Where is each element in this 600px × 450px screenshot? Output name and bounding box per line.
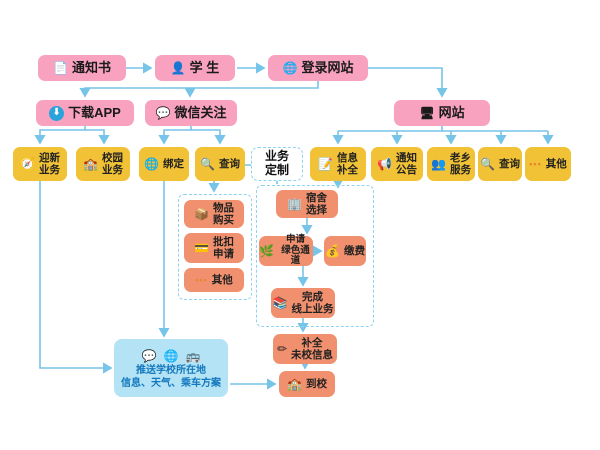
node-custom-other: ••• 其他 <box>184 268 244 292</box>
node-bind: 🌐 绑定 <box>139 147 189 181</box>
pencil-icon: ✏ <box>276 342 288 356</box>
node-dorm-selection: 🏢 宿舍 选择 <box>276 190 338 218</box>
group-custom-business <box>178 194 252 300</box>
edge-login-app <box>79 81 319 98</box>
wechat-icon: 💬 <box>155 106 171 120</box>
node-label: 登录网站 <box>301 59 354 75</box>
people-icon: 👥 <box>431 157 446 171</box>
node-label: 微信关注 <box>174 104 227 120</box>
node-download-app: ⬇ 下载APP <box>36 100 134 126</box>
person-icon: 👤 <box>170 61 186 75</box>
node-label: 老乡 服务 <box>449 151 471 176</box>
node-campus-service: 🏫 校园 业务 <box>76 147 130 181</box>
push-text: 推送学校所在地 信息、天气、乘车方案 <box>121 364 221 389</box>
node-label: 查询 <box>498 157 520 170</box>
node-web-query: 🔍 查询 <box>478 147 522 181</box>
node-business-customization: 业务 定制 <box>251 147 303 181</box>
node-student: 👤 学 生 <box>155 55 235 81</box>
node-batch-deduction: 💳 批扣 申请 <box>184 233 244 263</box>
edge-app-campus <box>85 129 110 145</box>
edge-wechat-query <box>191 129 226 145</box>
group-online-process <box>256 185 374 327</box>
link-globe-icon: 🌐 <box>144 157 159 171</box>
wechat-icon: 💬 <box>141 348 157 363</box>
node-notification-letter: 📄 通知书 <box>38 55 126 81</box>
node-label: 下载APP <box>68 104 121 120</box>
node-label: 其他 <box>211 273 233 286</box>
node-label: 物品 购买 <box>212 201 234 226</box>
node-label: 查询 <box>218 157 240 170</box>
node-label: 网站 <box>438 104 465 120</box>
building-icon: 🏢 <box>287 197 302 211</box>
form-icon: 📝 <box>318 157 333 171</box>
node-arrive-at-school: 🏫 到校 <box>279 371 335 397</box>
moneybag-icon: 💰 <box>325 244 340 258</box>
node-website: 🖥 网站 <box>394 100 490 126</box>
document-icon: 📄 <box>53 61 68 75</box>
node-label: 其他 <box>545 157 567 170</box>
download-icon: ⬇ <box>49 105 65 121</box>
node-hometown-service: 👥 老乡 服务 <box>427 147 475 181</box>
school-icon: 🏫 <box>287 377 302 391</box>
node-goods-purchase: 📦 物品 购买 <box>184 200 244 228</box>
push-icons: 💬 🌐 🚌 <box>142 350 201 362</box>
ellipsis-icon: ••• <box>529 158 542 169</box>
node-login-website: 🌐 登录网站 <box>268 55 368 81</box>
search-icon: 🔍 <box>480 157 495 171</box>
search-icon: 🔍 <box>200 157 215 171</box>
globe-icon: 🌐 <box>163 348 179 363</box>
node-label: 完成 线上业务 <box>291 290 334 315</box>
node-label: 业务 定制 <box>264 149 289 177</box>
node-label: 信息 补全 <box>336 151 358 176</box>
node-web-other: ••• 其他 <box>525 147 571 181</box>
ellipsis-icon: ••• <box>195 274 208 285</box>
node-welcome-service: 🧭 迎新 业务 <box>13 147 67 181</box>
node-pay-fees: 💰 缴费 <box>324 236 366 266</box>
node-label: 学 生 <box>189 59 220 75</box>
node-complete-missing-info: ✏ 补全 未校信息 <box>273 334 337 364</box>
node-label: 申请 绿色通道 <box>281 233 310 267</box>
leaf-icon: 🌿 <box>259 244 274 258</box>
node-label: 宿舍 选择 <box>305 191 327 216</box>
node-wechat-follow: 💬 微信关注 <box>145 100 237 126</box>
node-label: 补全 未校信息 <box>291 336 334 361</box>
edge-welcome-push <box>39 181 113 374</box>
card-icon: 💳 <box>194 241 209 255</box>
node-label: 通知 公告 <box>395 151 417 176</box>
panel-location-push: 💬 🌐 🚌 推送学校所在地 信息、天气、乘车方案 <box>114 339 228 397</box>
node-label: 校园 业务 <box>101 151 123 176</box>
edge-login-web <box>368 67 448 98</box>
books-icon: 📚 <box>272 296 288 310</box>
bus-icon: 🚌 <box>185 348 201 363</box>
node-info-completion: 📝 信息 补全 <box>310 147 366 181</box>
node-label: 批扣 申请 <box>212 235 234 260</box>
megaphone-icon: 📢 <box>377 157 392 171</box>
school-icon: 🏫 <box>83 157 98 171</box>
monitor-icon: 🖥 <box>419 106 435 120</box>
node-label: 缴费 <box>343 244 365 257</box>
welcome-icon: 🧭 <box>20 157 35 171</box>
node-label: 通知书 <box>71 59 111 75</box>
node-announcements: 📢 通知 公告 <box>371 147 423 181</box>
globe-icon: 🌐 <box>282 61 298 75</box>
node-label: 迎新 业务 <box>38 151 60 176</box>
node-wechat-query: 🔍 查询 <box>195 147 245 181</box>
package-icon: 📦 <box>194 207 209 221</box>
node-finish-online-business: 📚 完成 线上业务 <box>271 288 335 318</box>
node-green-channel-apply: 🌿 申请 绿色通道 <box>259 233 313 267</box>
node-label: 到校 <box>305 377 327 390</box>
node-label: 绑定 <box>162 157 184 170</box>
